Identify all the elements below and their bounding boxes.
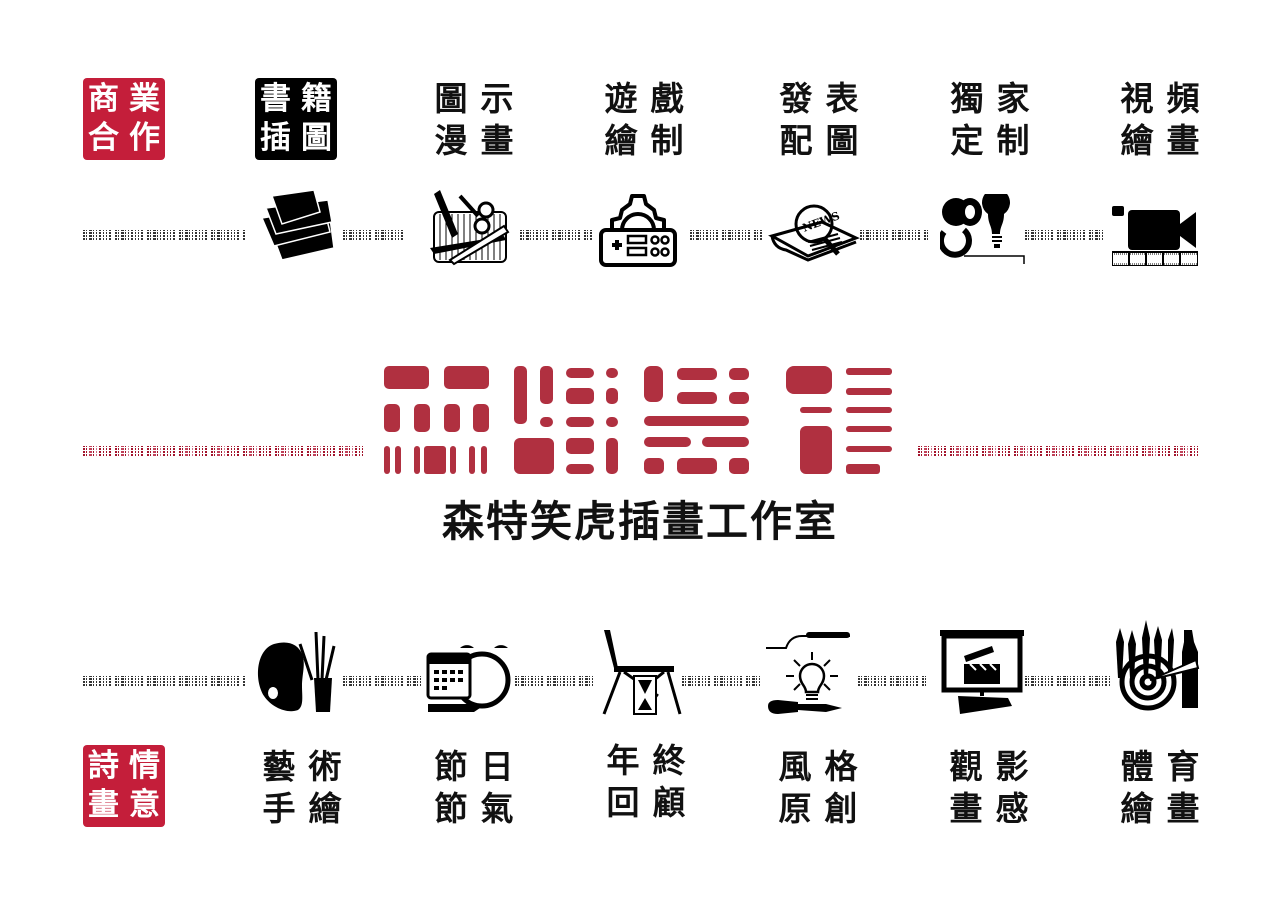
char: 詩 xyxy=(88,748,119,784)
label-festival[interactable]: 節 日 節 氣 xyxy=(428,748,520,832)
connector-line xyxy=(1025,230,1105,240)
char: 手 xyxy=(262,789,296,828)
char: 畫 xyxy=(88,787,119,823)
char: 意 xyxy=(129,787,160,823)
tape-measure-bulb-icon[interactable] xyxy=(940,194,1030,266)
char: 頻 xyxy=(1166,79,1200,118)
art-tools-icon[interactable] xyxy=(420,186,512,268)
char: 圖 xyxy=(434,79,468,118)
char: 畫 xyxy=(949,789,983,828)
label-commercial[interactable]: 商 業 合 作 xyxy=(83,78,165,160)
char: 體 xyxy=(1120,747,1154,786)
char: 觀 xyxy=(949,747,983,786)
char: 發 xyxy=(779,79,813,118)
connector-line xyxy=(343,230,405,240)
label-sports[interactable]: 體 育 繪 畫 xyxy=(1114,748,1206,832)
char: 繪 xyxy=(1120,789,1154,828)
char: 影 xyxy=(995,747,1029,786)
char: 畫 xyxy=(1166,789,1200,828)
char: 圖 xyxy=(301,120,332,156)
gamepad-gear-icon[interactable] xyxy=(598,190,678,268)
char: 藝 xyxy=(262,747,296,786)
label-custom[interactable]: 獨 家 定 制 xyxy=(944,80,1036,164)
char: 作 xyxy=(129,120,160,156)
label-comic[interactable]: 圖 示 漫 畫 xyxy=(428,80,520,164)
char: 創 xyxy=(824,789,858,828)
connector-line xyxy=(690,230,762,240)
label-book-illustration[interactable]: 書 籍 插 圖 xyxy=(255,78,337,160)
label-film[interactable]: 觀 影 畫 感 xyxy=(943,748,1035,832)
char: 示 xyxy=(480,79,514,118)
connector-line xyxy=(1025,676,1110,686)
char: 繪 xyxy=(308,789,342,828)
char: 術 xyxy=(308,747,342,786)
char: 圖 xyxy=(825,121,859,160)
brushes-target-icon[interactable] xyxy=(1110,618,1202,714)
connector-line xyxy=(860,230,930,240)
char: 獨 xyxy=(950,79,984,118)
char: 家 xyxy=(996,79,1030,118)
connector-line xyxy=(83,230,245,240)
char: 表 xyxy=(825,79,859,118)
char: 商 xyxy=(88,81,119,117)
char: 視 xyxy=(1120,79,1154,118)
char: 制 xyxy=(650,121,684,160)
char: 定 xyxy=(950,121,984,160)
char: 畫 xyxy=(1166,121,1200,160)
char: 繪 xyxy=(604,121,638,160)
connector-line-left xyxy=(83,446,363,456)
char: 育 xyxy=(1166,747,1200,786)
label-year-review[interactable]: 年 終 回 顧 xyxy=(600,742,692,826)
char: 書 xyxy=(260,81,291,117)
char: 制 xyxy=(996,121,1030,160)
label-video[interactable]: 視 頻 繪 畫 xyxy=(1114,80,1206,164)
connector-line xyxy=(343,676,423,686)
char: 籍 xyxy=(301,81,332,117)
char: 日 xyxy=(480,747,514,786)
char: 合 xyxy=(88,120,119,156)
seal-logo-icon[interactable] xyxy=(384,364,896,476)
char: 年 xyxy=(606,741,640,780)
studio-title: 森特笑虎插畫工作室 xyxy=(441,497,838,546)
newspaper-magnifier-icon[interactable]: NEWS xyxy=(768,194,860,266)
char: 繪 xyxy=(1120,121,1154,160)
palette-brushes-icon[interactable] xyxy=(252,630,342,714)
char: 氣 xyxy=(480,789,514,828)
chair-hourglass-icon[interactable] xyxy=(594,626,684,716)
connector-line xyxy=(83,676,245,686)
char: 終 xyxy=(652,741,686,780)
char: 遊 xyxy=(604,79,638,118)
calendar-clock-icon[interactable] xyxy=(424,640,514,716)
char: 格 xyxy=(824,747,858,786)
char: 插 xyxy=(260,120,291,156)
char: 原 xyxy=(778,789,812,828)
char: 畫 xyxy=(480,121,514,160)
char: 感 xyxy=(995,789,1029,828)
label-handpainted[interactable]: 藝 術 手 繪 xyxy=(256,748,348,832)
char: 節 xyxy=(434,789,468,828)
char: 配 xyxy=(779,121,813,160)
books-icon[interactable] xyxy=(252,188,342,266)
connector-line xyxy=(520,230,592,240)
char: 節 xyxy=(434,747,468,786)
char: 漫 xyxy=(434,121,468,160)
char: 回 xyxy=(606,783,640,822)
char: 情 xyxy=(129,748,160,784)
screen-clapper-icon[interactable] xyxy=(940,628,1030,714)
char: 業 xyxy=(129,81,160,117)
connector-line xyxy=(515,676,593,686)
video-camera-icon[interactable] xyxy=(1112,204,1198,266)
connector-line xyxy=(682,676,762,686)
char: 風 xyxy=(778,747,812,786)
label-game-art[interactable]: 遊 戲 繪 制 xyxy=(598,80,690,164)
connector-line-right xyxy=(918,446,1198,456)
char: 顧 xyxy=(652,783,686,822)
label-original-style[interactable]: 風 格 原 創 xyxy=(772,748,864,832)
label-poetic[interactable]: 詩 情 畫 意 xyxy=(83,745,165,827)
connector-line xyxy=(858,676,928,686)
lightbulb-pen-icon[interactable] xyxy=(766,628,856,714)
char: 戲 xyxy=(650,79,684,118)
label-publication[interactable]: 發 表 配 圖 xyxy=(773,80,865,164)
